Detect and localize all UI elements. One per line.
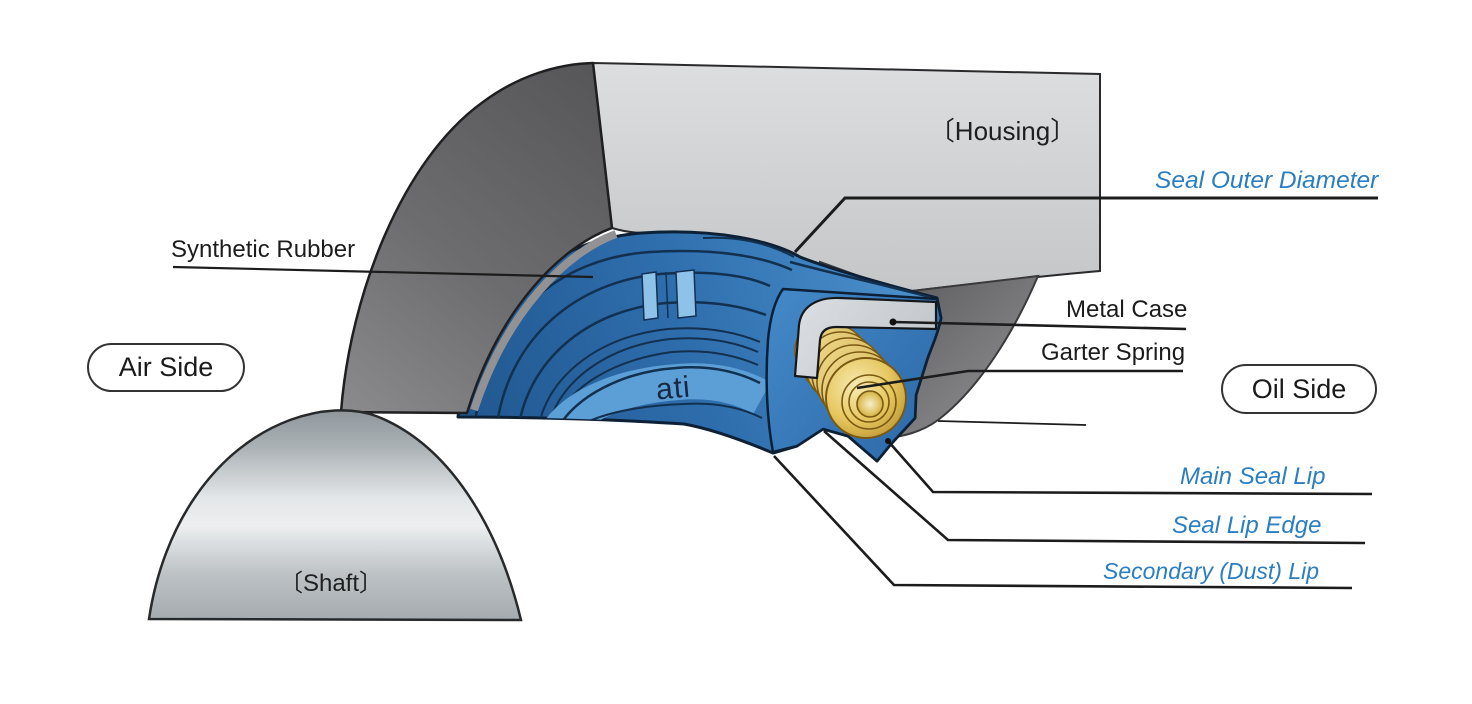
label-garter-spring: Garter Spring <box>1041 339 1186 366</box>
air-side-badge: Air Side <box>87 343 245 392</box>
metal-case-shape <box>793 296 938 380</box>
seal-surface-grooves <box>474 236 931 442</box>
leader-garter-spring <box>856 369 1183 390</box>
housing-bore-chamfer <box>470 230 618 412</box>
housing-front-wedge <box>339 61 614 415</box>
leader-main-seal-lip-dot <box>885 438 891 444</box>
air-side-label: Air Side <box>118 352 214 382</box>
leader-metal-case-dot <box>889 318 897 326</box>
label-housing: 〔Housing〕 <box>928 116 1077 146</box>
label-seal-outer-diameter: Seal Outer Diameter <box>1155 167 1379 194</box>
seal-face-stripe <box>675 269 697 319</box>
leader-synthetic-rubber <box>172 265 594 279</box>
seal-brand-marking: ati <box>654 370 693 407</box>
leader-secondary-dust-lip <box>773 455 1353 590</box>
shaft-shape <box>147 409 523 622</box>
seal-face-stripe <box>641 271 659 321</box>
label-metal-case: Metal Case <box>1066 296 1188 323</box>
label-seal-lip-edge: Seal Lip Edge <box>1172 512 1322 539</box>
leader-seal-lip-edge <box>823 430 1366 545</box>
leader-housing-bore <box>937 420 1087 426</box>
leader-main-seal-lip <box>887 440 1373 496</box>
label-secondary-dust-lip: Secondary (Dust) Lip <box>1103 558 1320 584</box>
leader-seal-outer-diameter <box>793 196 1378 254</box>
oil-side-label: Oil Side <box>1251 373 1347 404</box>
label-shaft: 〔Shaft〕 <box>278 570 384 597</box>
oil-seal-cross-section <box>456 230 943 463</box>
oil-side-badge: Oil Side <box>1221 364 1377 414</box>
leader-metal-case <box>892 320 1187 331</box>
label-main-seal-lip: Main Seal Lip <box>1180 463 1326 490</box>
leader-lines <box>172 196 1378 590</box>
label-synthetic-rubber: Synthetic Rubber <box>171 236 356 263</box>
